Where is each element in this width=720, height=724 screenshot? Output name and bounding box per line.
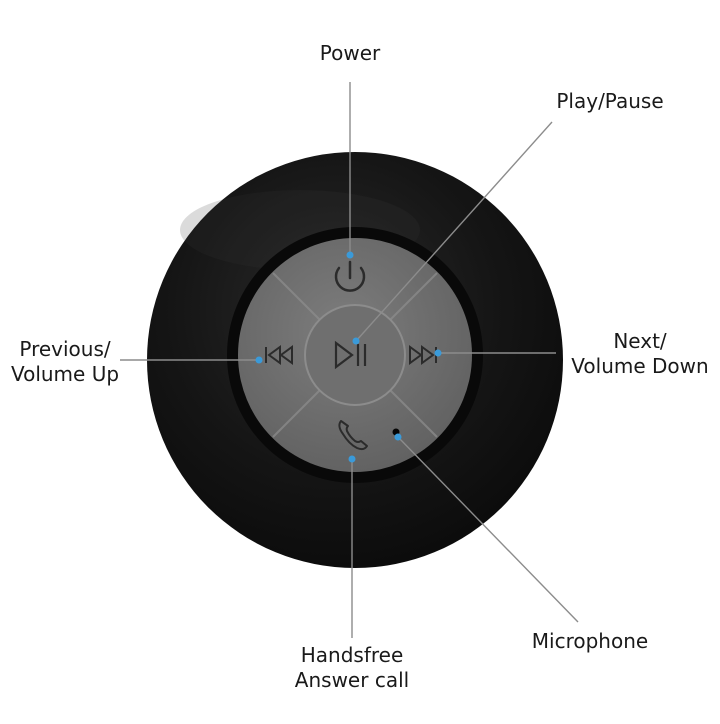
previous-label: Previous/ Volume Up (10, 337, 120, 386)
button-dividers (272, 272, 438, 438)
microphone-marker (394, 433, 402, 441)
play-pause-leader-line (355, 121, 553, 342)
microphone-label: Microphone (531, 629, 649, 653)
power-label: Power (319, 41, 381, 65)
power-icon (334, 266, 366, 292)
play-pause-icon (334, 340, 367, 370)
play-pause-button[interactable] (304, 304, 406, 406)
phone-handset-icon (338, 420, 368, 451)
handsfree-button[interactable] (338, 420, 368, 451)
next-label: Next/ Volume Down (571, 329, 709, 378)
previous-button[interactable] (265, 345, 293, 365)
previous-marker (255, 356, 263, 364)
next-marker (434, 349, 442, 357)
indicator-markers (255, 251, 442, 463)
power-button[interactable] (334, 260, 366, 292)
handsfree-label: Handsfree Answer call (294, 643, 410, 692)
play-pause-label: Play/Pause (556, 89, 664, 113)
microphone-leader-line (397, 436, 579, 623)
power-marker (346, 251, 354, 259)
handsfree-marker (348, 455, 356, 463)
previous-track-icon (265, 345, 293, 365)
play-pause-marker (352, 337, 360, 345)
leader-lines (120, 82, 579, 638)
